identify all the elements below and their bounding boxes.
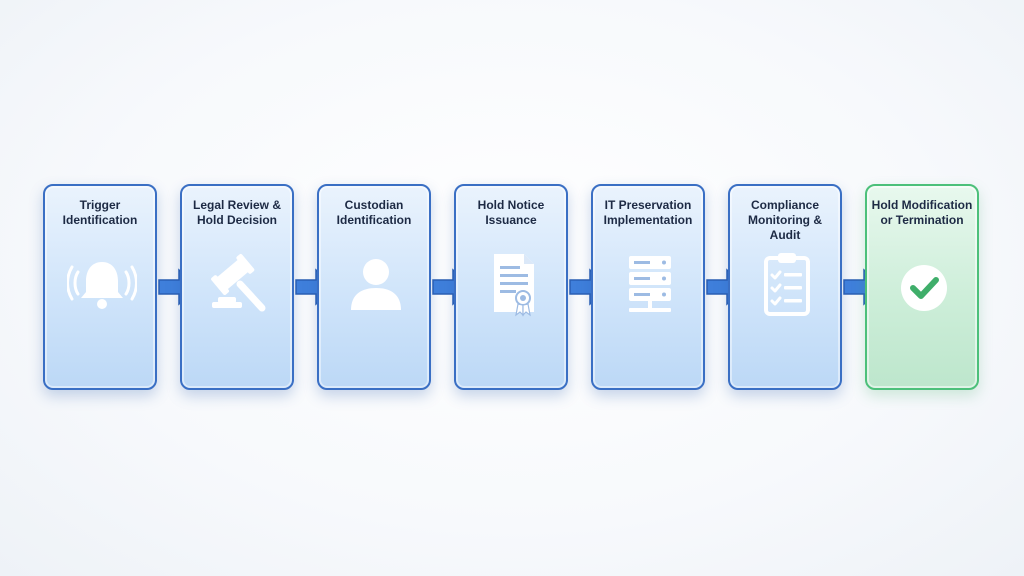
step-title: Custodian Identification xyxy=(336,198,412,227)
gavel-icon xyxy=(204,248,274,318)
certificate-document-icon xyxy=(478,248,548,318)
bell-icon xyxy=(67,248,137,318)
step-title: Hold Notice Issuance xyxy=(477,198,545,227)
step-card-hold-termination: Hold Modification or Termination xyxy=(865,184,979,390)
step-card-custodian-identification: Custodian Identification xyxy=(317,184,431,390)
step-card-trigger-identification: Trigger Identification xyxy=(43,184,157,390)
step-title: Hold Modification or Termination xyxy=(871,198,973,227)
step-card-legal-review: Legal Review & Hold Decision xyxy=(180,184,294,390)
step-card-it-preservation: IT Preservation Implementation xyxy=(591,184,705,390)
step-title: Trigger Identification xyxy=(62,198,138,227)
person-icon xyxy=(341,248,411,318)
step-title: Legal Review & Hold Decision xyxy=(192,198,282,227)
step-title: Compliance Monitoring & Audit xyxy=(748,198,822,242)
step-card-hold-notice-issuance: Hold Notice Issuance xyxy=(454,184,568,390)
step-card-compliance-monitoring: Compliance Monitoring & Audit xyxy=(728,184,842,390)
clipboard-checklist-icon xyxy=(752,248,822,318)
checkmark-icon xyxy=(889,248,959,318)
step-title: IT Preservation Implementation xyxy=(603,198,693,227)
server-icon xyxy=(615,248,685,318)
